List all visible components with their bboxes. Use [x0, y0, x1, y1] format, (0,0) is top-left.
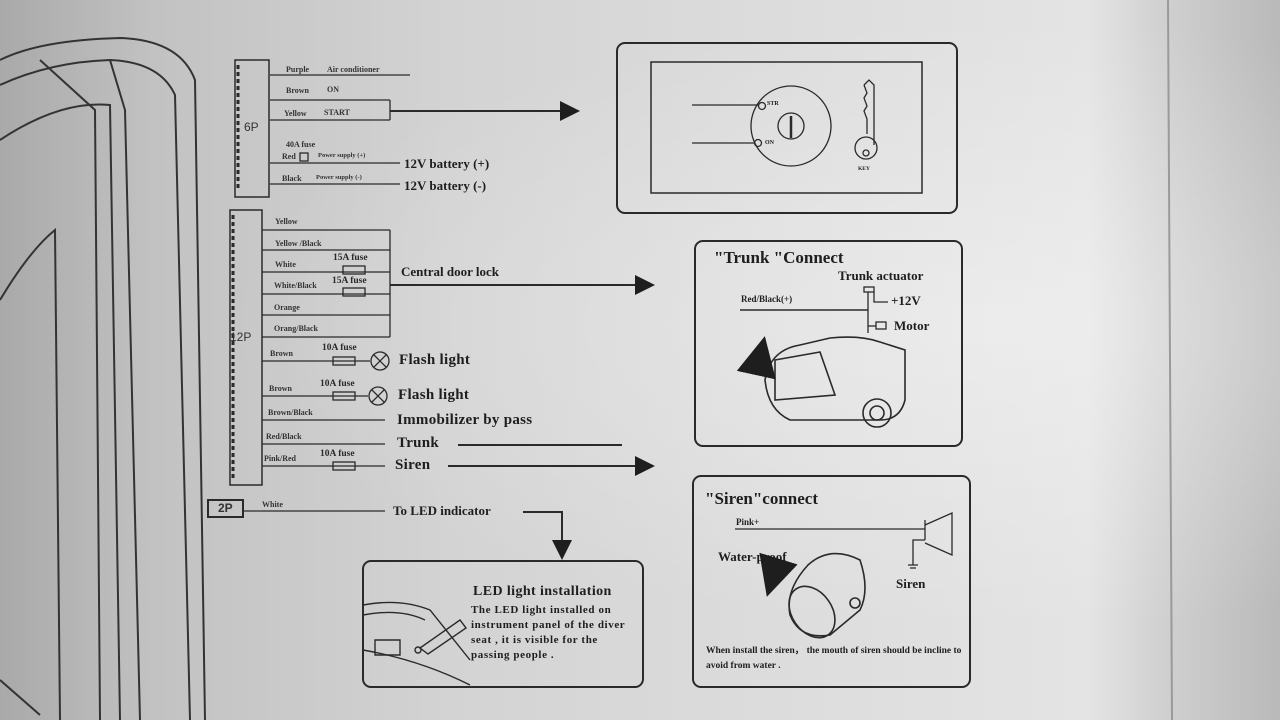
wire-color: Brown — [270, 349, 293, 358]
voltage-label: +12V — [891, 293, 921, 308]
fuse-label: 15A fuse — [333, 253, 368, 263]
fuse-label: 10A fuse — [320, 449, 355, 459]
siren-panel-note: When install the siren， the mouth of sir… — [706, 646, 962, 671]
trunk-label: Trunk — [397, 435, 440, 451]
flash-light-label: Flash light — [399, 352, 471, 368]
car-trunk-illustration — [736, 336, 906, 428]
wire-color: Yellow /Black — [275, 239, 322, 248]
siren-label: Siren — [395, 457, 431, 473]
wire-color: White — [262, 500, 283, 509]
siren-device-label: Siren — [896, 576, 926, 591]
wire-function: ON — [327, 85, 339, 94]
wire-function: Power supply (-) — [316, 174, 362, 181]
wire-color: Yellow — [275, 217, 298, 226]
connector-12p-label: 12P — [230, 330, 252, 344]
key-label: KEY — [858, 166, 870, 172]
wire-color: White/Black — [274, 281, 317, 290]
siren-panel — [692, 475, 971, 688]
battery-positive-label: 12V battery (+) — [404, 156, 490, 171]
trunk-panel — [694, 240, 963, 447]
motor-label: Motor — [894, 318, 930, 333]
fuse-label: 40A fuse — [286, 140, 316, 149]
connector-2p-body — [207, 499, 244, 518]
wire-color: Purple — [286, 65, 310, 74]
ignition-panel — [616, 42, 958, 214]
siren-wire-label: Pink+ — [736, 517, 760, 527]
flash-light-label: Flash light — [398, 387, 470, 403]
wire-color: White — [275, 260, 296, 269]
wire-function: Air conditioner — [327, 65, 380, 74]
siren-illustration — [759, 552, 866, 639]
battery-negative-label: 12V battery (-) — [404, 178, 487, 193]
fuse-label: 10A fuse — [322, 343, 357, 353]
immobilizer-label: Immobilizer by pass — [397, 412, 533, 428]
connector-2p-label: 2P — [218, 501, 233, 515]
trunk-wire-label: Red/Black(+) — [741, 294, 793, 304]
wire-color: Pink/Red — [264, 454, 297, 463]
wire-color: Red/Black — [266, 432, 302, 441]
wire-color: Red — [282, 152, 296, 161]
waterproof-label: Water-proof — [718, 549, 787, 564]
ignition-on-label: ON — [765, 140, 774, 146]
central-door-lock-label: Central door lock — [401, 264, 499, 279]
led-panel — [362, 560, 644, 688]
trunk-actuator-label: Trunk actuator — [838, 268, 924, 283]
connector-6p-label: 6P — [244, 120, 259, 134]
fuse-label: 10A fuse — [320, 379, 355, 389]
wire-function: Power supply (+) — [318, 152, 366, 159]
led-panel-title: LED light installation — [473, 584, 612, 599]
connector-6p-body — [234, 59, 270, 198]
trunk-panel-title: "Trunk "Connect — [714, 248, 844, 267]
wire-color: Brown — [269, 384, 292, 393]
wire-color: Black — [282, 174, 302, 183]
wire-function: START — [324, 108, 350, 117]
led-panel-text: The LED light installed on instrument pa… — [471, 604, 626, 661]
wire-color: Yellow — [284, 109, 307, 118]
car-dashboard-illustration — [362, 601, 471, 686]
wire-color: Orange — [274, 303, 300, 312]
wire-color: Orang/Black — [274, 324, 319, 333]
wire-color: Brown/Black — [268, 408, 313, 417]
led-indicator-label: To LED indicator — [393, 503, 491, 518]
ignition-str-label: STR — [767, 101, 779, 107]
siren-panel-title: "Siren"connect — [705, 489, 818, 508]
fuse-label: 15A fuse — [332, 276, 367, 286]
connector-12p-body — [229, 209, 263, 486]
car-door-outline — [0, 36, 206, 720]
wire-color: Brown — [286, 86, 309, 95]
key-icon — [854, 79, 878, 160]
